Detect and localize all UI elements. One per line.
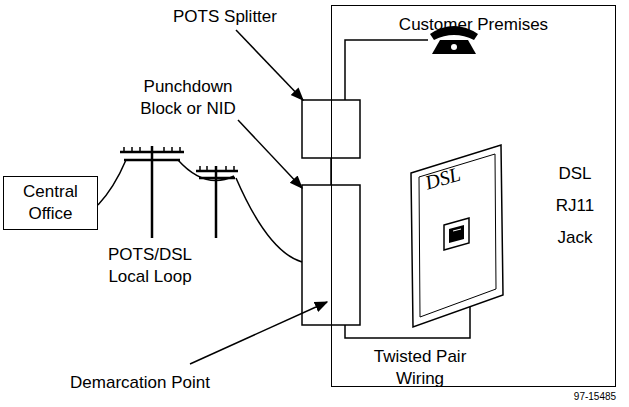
leader-arrow	[238, 120, 302, 188]
callout-label: Punchdown Block or NID	[128, 76, 248, 120]
figure-number: 97-15485	[563, 391, 627, 403]
office-label: Central Office	[8, 181, 93, 225]
premises-heading: Customer Premises	[336, 14, 611, 36]
loop-wire	[98, 160, 126, 205]
leader-arrow	[236, 30, 303, 100]
callout-label: POTS/DSL Local Loop	[95, 244, 205, 288]
phone-wire	[345, 40, 428, 100]
callout-label: POTS Splitter	[165, 6, 285, 28]
dsl-jack-plate: DSL	[409, 143, 505, 329]
leader-arrow	[190, 302, 327, 364]
office-box: Central Office	[3, 176, 98, 230]
loop-wire	[236, 178, 302, 262]
callout-label: Twisted Pair Wiring	[370, 346, 470, 390]
utility-poles	[120, 146, 238, 238]
callout-label: DSL RJ11 Jack	[544, 158, 606, 254]
callout-label: Demarcation Point	[55, 372, 225, 394]
